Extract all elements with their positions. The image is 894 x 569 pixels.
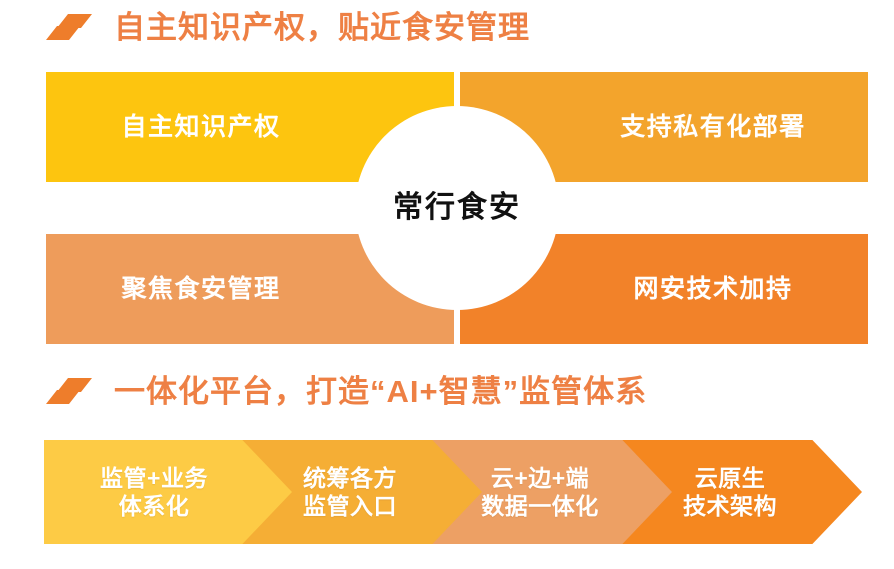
quadrant-cell-label: 网安技术加持 [633,274,793,303]
center-hub: 常行食安 [355,106,559,310]
quadrant-diagram: 自主知识产权 支持私有化部署 聚焦食安管理 网安技术加持 常行食安 [46,72,868,344]
quadrant-cell-label: 支持私有化部署 [620,112,806,141]
section-heading-ip: 自主知识产权，贴近食安管理 [46,10,530,44]
chevron-step-label: 统筹各方 监管入口 [303,464,397,519]
quadrant-cell-label: 聚焦食安管理 [121,274,281,303]
chevron-step-4[interactable]: 云原生 技术架构 [614,440,862,544]
section-heading-platform: 一体化平台，打造“AI+智慧”监管体系 [46,374,647,408]
chevron-step-label: 监管+业务 体系化 [100,464,208,519]
flag-parallelogram-icon [46,14,92,40]
center-hub-label: 常行食安 [393,191,521,224]
chevron-process-row: 监管+业务 体系化 统筹各方 监管入口 云+边+端 数据一体化 云原生 技术架构 [44,440,870,548]
section-heading-label: 自主知识产权，贴近食安管理 [114,9,530,45]
quadrant-cell-top-left[interactable]: 自主知识产权 [46,72,454,182]
chevron-step-label: 云原生 技术架构 [683,464,777,519]
quadrant-cell-top-right[interactable]: 支持私有化部署 [460,72,868,182]
chevron-step-1[interactable]: 监管+业务 体系化 [44,440,292,544]
section-heading-label: 一体化平台，打造“AI+智慧”监管体系 [114,373,648,409]
quadrant-cell-label: 自主知识产权 [121,112,281,141]
flag-parallelogram-icon [46,378,92,404]
chevron-step-label: 云+边+端 数据一体化 [481,464,599,519]
